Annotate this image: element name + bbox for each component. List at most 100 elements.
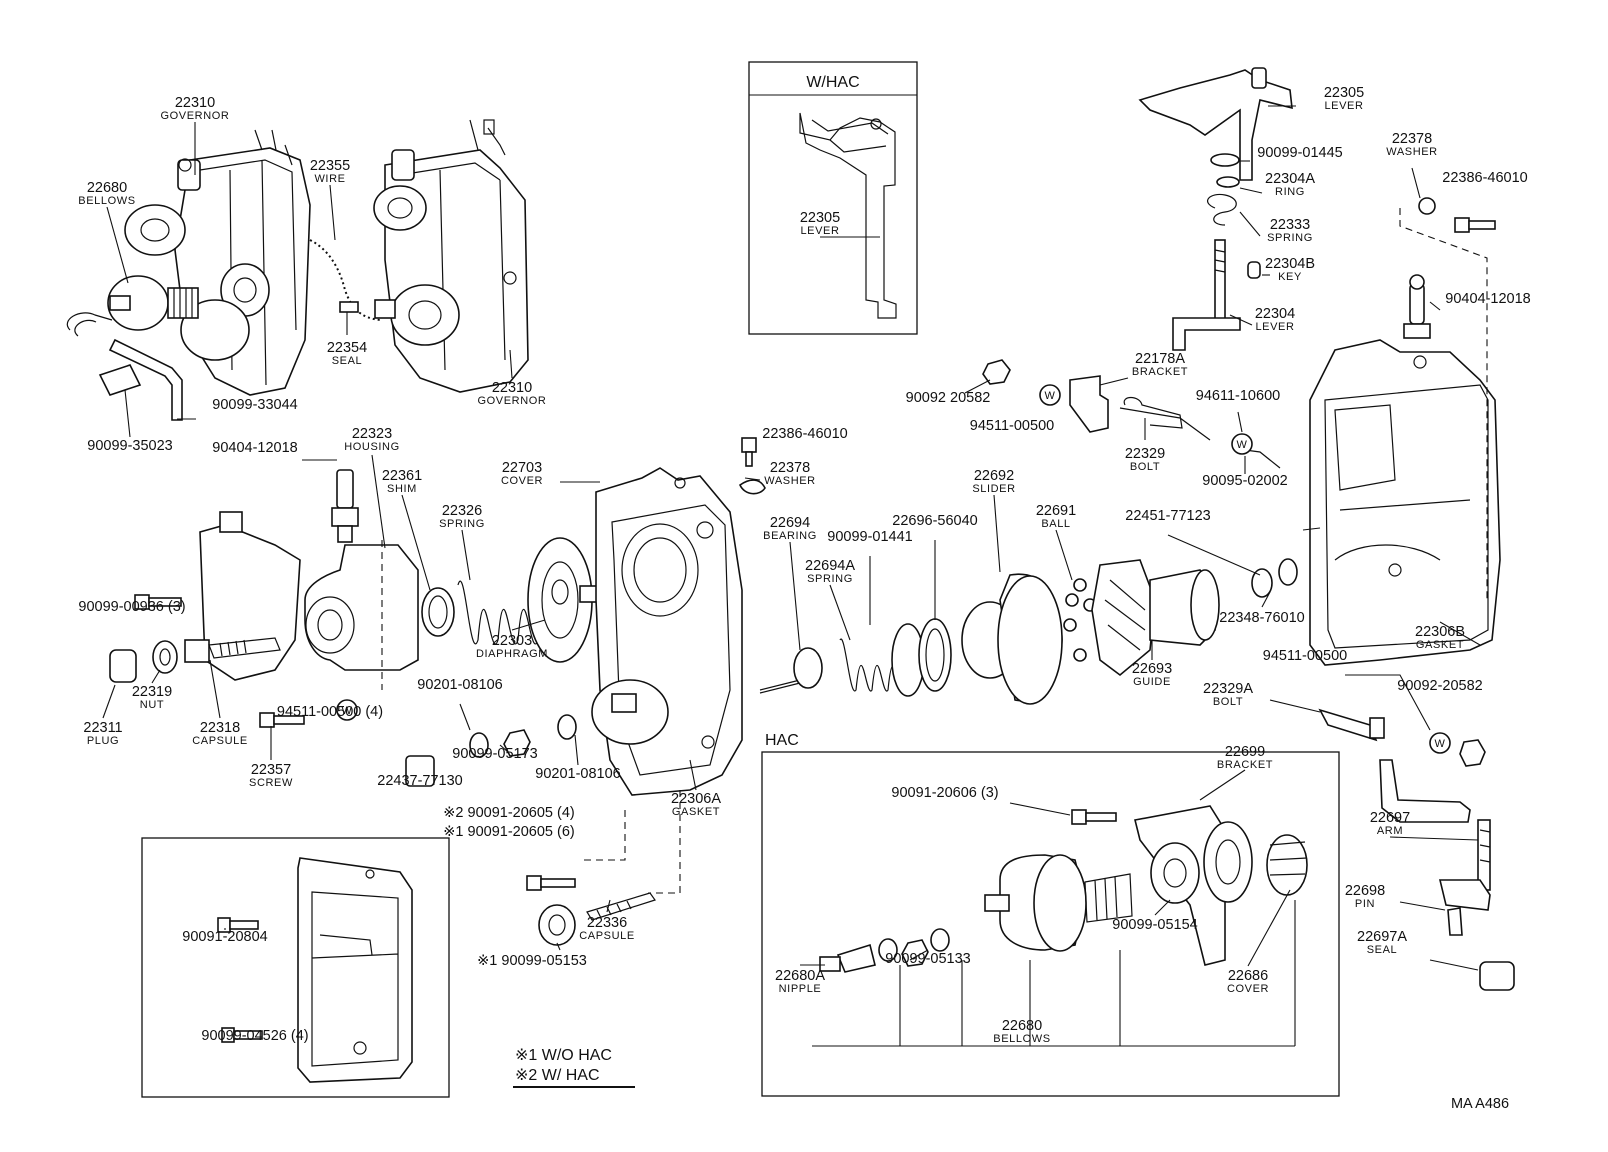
part-number: 22437-77130	[377, 773, 462, 789]
part-number: 90099-35023	[87, 438, 172, 454]
bracket-and-bolt	[982, 359, 1281, 469]
w-hac-inset-box: W/HAC	[748, 61, 918, 335]
cover-inset-box	[141, 837, 450, 1098]
part-number: 22306A	[671, 791, 721, 807]
part-number: 22680A	[775, 968, 825, 984]
main-cover-fasteners	[405, 437, 766, 946]
part-number: 22178A	[1135, 351, 1185, 367]
part-label-p57: 90091-20606 (3)	[891, 785, 998, 801]
part-number: 22304	[1255, 306, 1295, 322]
part-number: 90099-05154	[1112, 917, 1197, 933]
part-label-p53: 22437-77130	[377, 773, 462, 789]
footnote-wo-hac: ※1 W/O HAC	[515, 1047, 612, 1064]
part-label-p48: 94511-00500 (4)	[277, 704, 383, 720]
part-number: 22355	[310, 158, 350, 174]
part-number: 90099-01445	[1257, 145, 1342, 161]
part-label-p19: 90092 20582	[906, 390, 991, 406]
ball-icons	[1063, 578, 1097, 662]
part-label-p16: 22386-46010	[1442, 170, 1527, 186]
part-name: GASKET	[1416, 639, 1464, 651]
part-number: 22696-56040	[892, 513, 977, 529]
part-label-p39: 22348-76010	[1219, 610, 1304, 626]
part-number: 22319	[132, 684, 172, 700]
part-number: 22698	[1345, 883, 1385, 899]
part-name: KEY	[1278, 271, 1302, 283]
part-number: 22311	[83, 720, 122, 736]
part-number: 22348-76010	[1219, 610, 1304, 626]
governor-assembly-right	[373, 119, 529, 393]
part-name: PIN	[1355, 898, 1375, 910]
part-number: 94511-00500	[1263, 648, 1347, 664]
part-number: 90095-02002	[1202, 473, 1287, 489]
part-label-p62: 90099-05154	[1112, 917, 1197, 933]
part-number: 22697	[1370, 810, 1410, 826]
part-number: 90099-00936 (3)	[78, 599, 185, 615]
w-markers: W W W W	[336, 384, 1451, 754]
part-number: 94511-00500 (4)	[277, 704, 383, 720]
part-number: 22699	[1225, 744, 1265, 760]
part-number: 22329A	[1203, 681, 1253, 697]
part-number: ※1 90091-20605 (6)	[443, 824, 574, 840]
part-number: 22680	[87, 180, 127, 196]
part-number: 94611-10600	[1196, 388, 1280, 404]
part-number: 22306B	[1415, 624, 1465, 640]
part-number: 90092 20582	[906, 390, 991, 406]
part-label-p06: 90099-33044	[212, 397, 297, 413]
part-number: 22378	[1392, 131, 1432, 147]
part-number: ※2 90091-20605 (4)	[443, 805, 574, 821]
part-number: 90201-08106	[417, 677, 502, 693]
part-label-p21: 94611-10600	[1196, 388, 1280, 404]
w-hac-title: W/HAC	[806, 74, 859, 91]
part-name: BRACKET	[1132, 366, 1188, 378]
part-name: DIAPHRAGM	[476, 648, 548, 660]
part-name: SEAL	[332, 355, 363, 367]
part-label-p17: 90404-12018	[1445, 291, 1530, 307]
part-number: 22310	[175, 95, 215, 111]
part-number: 22451-77123	[1125, 508, 1210, 524]
part-number: 90099-05133	[885, 951, 970, 967]
part-label-p20: 94511-00500	[970, 418, 1054, 434]
part-label-p38: 90099-00936 (3)	[78, 599, 185, 615]
part-number: 90091-20804	[182, 929, 267, 945]
part-name: BRACKET	[1217, 759, 1273, 771]
part-number: 22326	[442, 503, 482, 519]
part-number: 22354	[327, 340, 367, 356]
part-label-p47: 90201-08106	[417, 677, 502, 693]
part-label-p66: 90099-05133	[885, 951, 970, 967]
part-name: NIPPLE	[779, 983, 822, 995]
governor-assembly-left	[66, 129, 311, 421]
part-number: 22329	[1125, 446, 1165, 462]
part-number: 22680	[1002, 1018, 1042, 1034]
part-number: 22361	[382, 468, 422, 484]
part-name: BELLOWS	[78, 195, 135, 207]
part-label-p43: 94511-00500	[1263, 648, 1347, 664]
part-number: 90201-08106	[535, 766, 620, 782]
part-label-p07: 90099-35023	[87, 438, 172, 454]
part-number: 22333	[1270, 217, 1310, 233]
part-name: WASHER	[1386, 146, 1437, 158]
part-label-p64: 90091-20804	[182, 929, 267, 945]
part-name: SPRING	[807, 573, 853, 585]
part-number: 22691	[1036, 503, 1076, 519]
bolt-icon	[221, 1027, 263, 1043]
part-name: GASKET	[672, 806, 720, 818]
part-label-p25: 90404-12018	[212, 440, 297, 456]
part-name: WASHER	[764, 475, 815, 487]
